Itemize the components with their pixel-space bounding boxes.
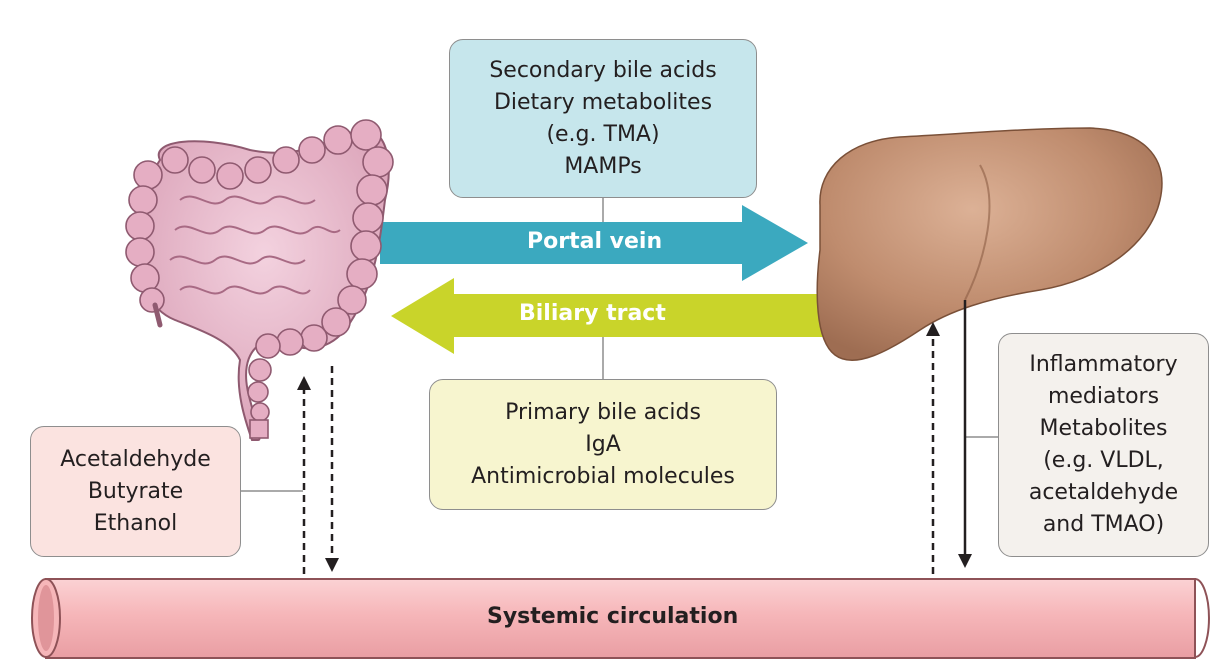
biliary-box-line: Antimicrobial molecules bbox=[471, 463, 735, 489]
biliary-contents-box: Primary bile acids IgA Antimicrobial mol… bbox=[429, 379, 777, 510]
portal-vein-contents-box: Secondary bile acids Dietary metabolites… bbox=[449, 39, 757, 198]
gut-box-line: Ethanol bbox=[93, 510, 178, 536]
gut-metabolites-box: Acetaldehyde Butyrate Ethanol bbox=[30, 426, 241, 557]
liver-to-blood-solid-arrow bbox=[958, 300, 972, 568]
liver-box-line: (e.g. VLDL, bbox=[1043, 448, 1164, 473]
liver-box-line: mediators bbox=[1047, 384, 1160, 409]
portal-vein-label: Portal vein bbox=[527, 229, 663, 254]
intestine-illustration bbox=[125, 119, 394, 441]
systemic-circulation-label: Systemic circulation bbox=[487, 604, 739, 629]
portal-box-line: MAMPs bbox=[564, 153, 642, 179]
liver-box-line: Metabolites bbox=[1039, 416, 1168, 441]
gut-box-line: Acetaldehyde bbox=[60, 446, 211, 472]
biliary-box-line: Primary bile acids bbox=[505, 399, 701, 425]
gut-to-blood-dashed-arrow bbox=[297, 376, 311, 574]
liver-illustration bbox=[816, 127, 1163, 361]
biliary-tract-arrow bbox=[391, 278, 828, 354]
blood-to-liver-dashed-arrow bbox=[926, 322, 940, 574]
liver-outputs-box: Inflammatory mediators Metabolites (e.g.… bbox=[998, 333, 1209, 557]
portal-box-line: Secondary bile acids bbox=[489, 57, 717, 83]
biliary-box-line: IgA bbox=[585, 431, 621, 457]
systemic-circulation-vessel bbox=[31, 578, 1210, 659]
portal-box-line: (e.g. TMA) bbox=[546, 121, 660, 147]
liver-box-line: Inflammatory bbox=[1029, 352, 1178, 377]
biliary-tract-label: Biliary tract bbox=[519, 301, 666, 326]
portal-vein-arrow bbox=[380, 205, 808, 281]
liver-box-line: and TMAO) bbox=[1042, 512, 1165, 537]
gut-box-line: Butyrate bbox=[87, 478, 184, 504]
portal-box-line: Dietary metabolites bbox=[493, 89, 713, 115]
liver-box-line: acetaldehyde bbox=[1028, 480, 1179, 505]
blood-to-gut-dashed-arrow bbox=[325, 366, 339, 572]
